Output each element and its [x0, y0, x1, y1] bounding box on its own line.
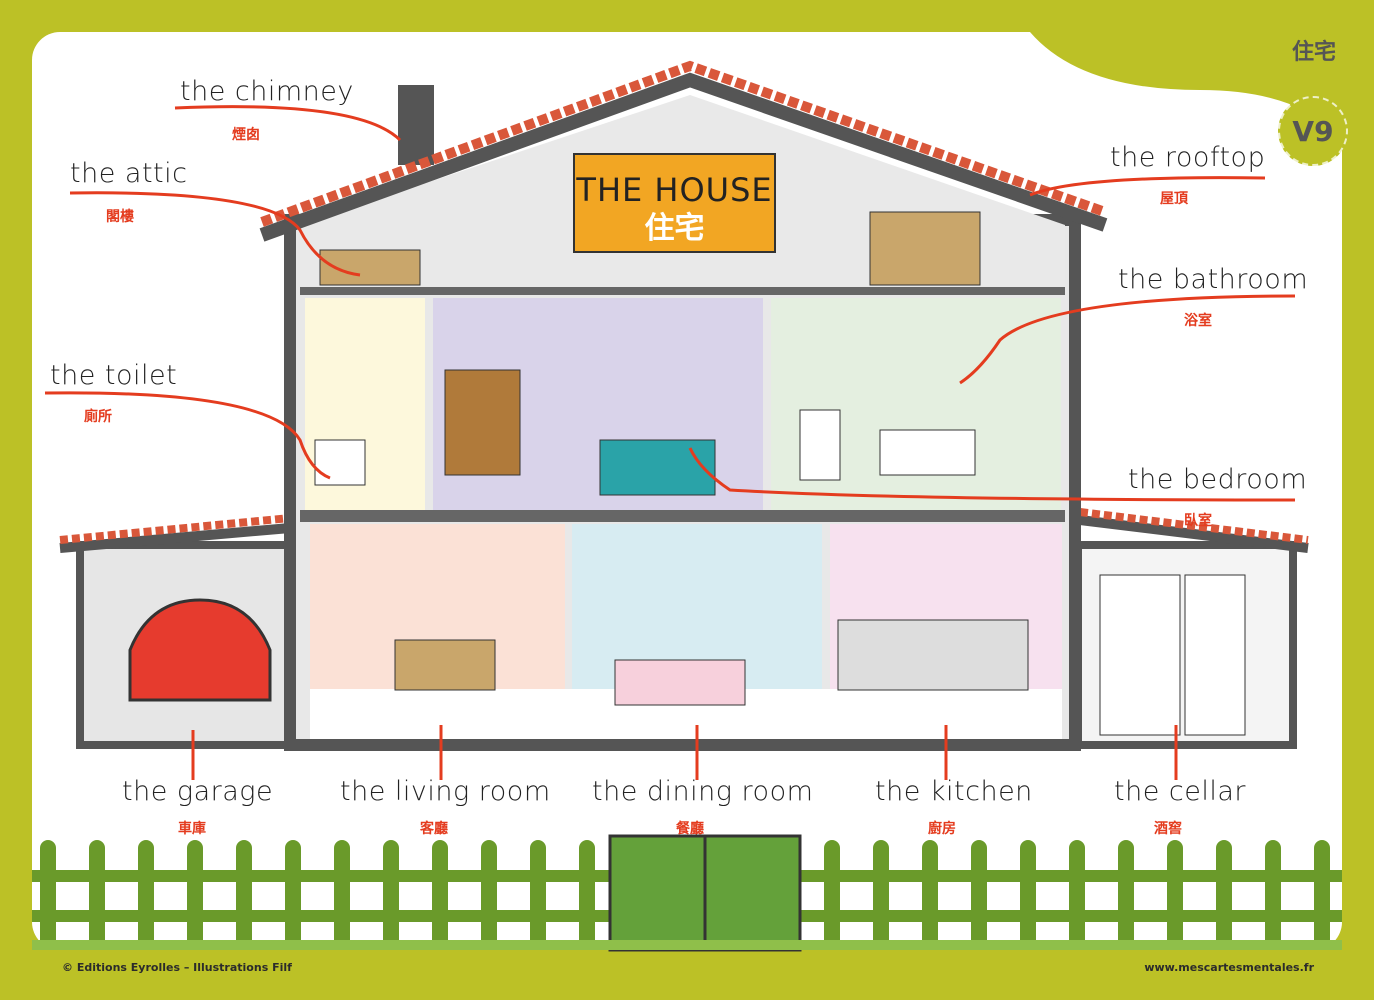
fence-picket — [187, 840, 203, 950]
label-living-room: the living room — [340, 776, 551, 807]
fence-picket — [1265, 840, 1281, 950]
car — [128, 598, 272, 702]
label-attic: the attic — [70, 158, 188, 189]
roof-tiles — [260, 60, 1107, 227]
corner-title: 住宅 — [1291, 40, 1336, 65]
house-sign: THE HOUSE 住宅 — [573, 153, 776, 253]
sign-title: THE HOUSE — [576, 171, 773, 209]
label-bathroom-zh: 浴室 — [1184, 313, 1212, 329]
label-cellar-zh: 酒窖 — [1154, 821, 1182, 837]
label-chimney: the chimney — [180, 76, 354, 107]
fence-picket — [1167, 840, 1183, 950]
label-rooftop: the rooftop — [1110, 142, 1266, 173]
label-chimney-zh: 煙囱 — [232, 127, 260, 143]
fence-picket — [432, 840, 448, 950]
fence-picket — [530, 840, 546, 950]
fence-picket — [383, 840, 399, 950]
side-roofs — [59, 515, 1309, 553]
fence-picket — [1069, 840, 1085, 950]
fence-picket — [236, 840, 252, 950]
fence-picket — [138, 840, 154, 950]
label-attic-zh: 閣樓 — [106, 209, 134, 225]
fence-picket — [285, 840, 301, 950]
fence-picket — [579, 840, 595, 950]
label-living-room-zh: 客廳 — [420, 821, 448, 837]
fence-picket — [922, 840, 938, 950]
label-bedroom: the bedroom — [1128, 464, 1308, 495]
footer-credit: © Editions Eyrolles – Illustrations Filf — [62, 961, 292, 974]
label-garage-zh: 車庫 — [178, 821, 206, 837]
label-garage: the garage — [122, 776, 274, 807]
fence-picket — [873, 840, 889, 950]
grass — [32, 940, 1342, 950]
label-dining-room-zh: 餐廳 — [676, 821, 704, 837]
label-kitchen: the kitchen — [875, 776, 1033, 807]
fence-picket — [1020, 840, 1036, 950]
fence-picket — [824, 840, 840, 950]
label-bathroom: the bathroom — [1118, 264, 1309, 295]
roof — [259, 72, 1108, 242]
label-toilet-zh: 廁所 — [84, 409, 112, 425]
label-toilet: the toilet — [50, 360, 178, 391]
label-kitchen-zh: 廚房 — [928, 821, 956, 837]
fence-picket — [89, 840, 105, 950]
label-bedroom-zh: 臥室 — [1184, 513, 1212, 529]
corner-blob — [1030, 32, 1342, 140]
card-badge: V9 — [1278, 96, 1348, 166]
fence-picket — [40, 840, 56, 950]
fence-picket — [481, 840, 497, 950]
fence-picket — [334, 840, 350, 950]
fence-picket — [1118, 840, 1134, 950]
chimney — [398, 85, 434, 165]
label-cellar: the cellar — [1114, 776, 1246, 807]
label-rooftop-zh: 屋頂 — [1160, 191, 1188, 207]
sign-subtitle: 住宅 — [644, 211, 705, 246]
label-arrows — [44, 105, 1296, 780]
footer-website[interactable]: www.mescartesmentales.fr — [1144, 961, 1314, 974]
fence-picket — [1314, 840, 1330, 950]
fence-picket — [1216, 840, 1232, 950]
fence-picket — [971, 840, 987, 950]
label-dining-room: the dining room — [592, 776, 814, 807]
